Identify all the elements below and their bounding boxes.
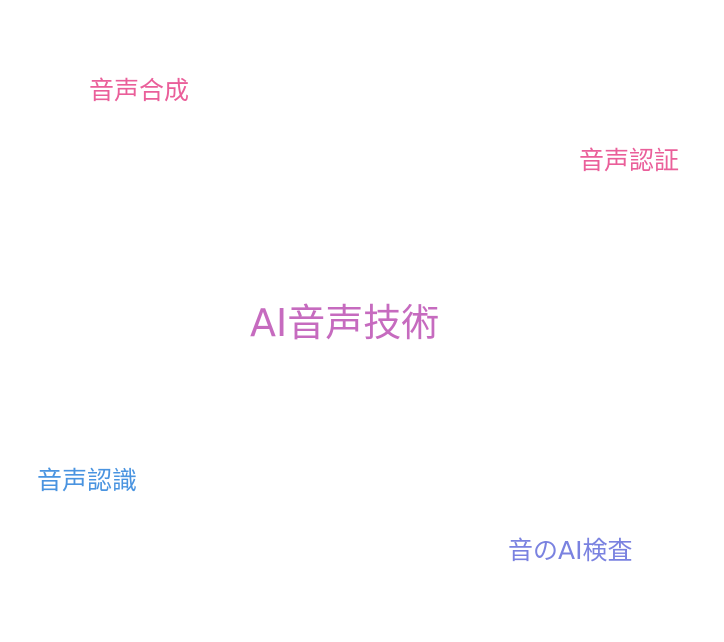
- topic-speech-synthesis: 音声合成: [89, 76, 190, 105]
- topic-audio-ai-inspection: 音のAI検査: [508, 536, 633, 565]
- topic-speech-recognition: 音声認識: [37, 466, 138, 495]
- topic-voice-authentication: 音声認証: [579, 146, 680, 175]
- central-topic-label: AI音声技術: [250, 301, 440, 345]
